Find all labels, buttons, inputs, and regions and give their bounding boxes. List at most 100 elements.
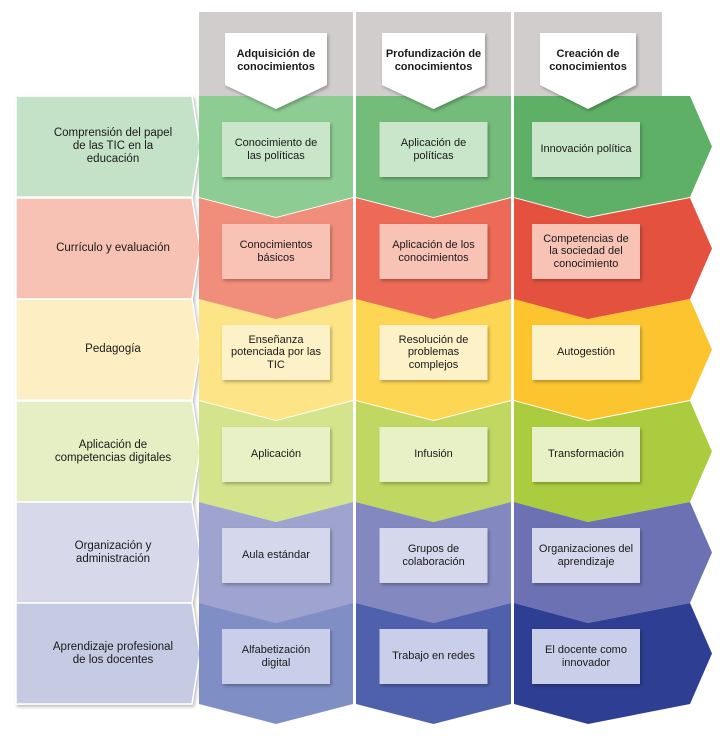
row-chevron-tip — [356, 197, 511, 217]
cell-4-1-text: Aplicación — [250, 448, 302, 461]
cell-1-1-text: Conocimiento de las políticas — [234, 137, 318, 162]
row-label-shape — [15, 501, 201, 604]
column-header-arrow — [225, 33, 327, 109]
cell-3-2: Resolución de problemas complejos — [380, 325, 488, 380]
row-label-shape — [15, 95, 201, 198]
row-chevron-tip — [356, 299, 511, 319]
cell-box — [379, 325, 488, 380]
row-label-3-text: Pedagogía — [85, 343, 141, 355]
cell-6-3: El docente como innovador — [532, 629, 640, 684]
cell-6-3-text: El docente como innovador — [545, 644, 627, 669]
row-chevron-tip — [199, 299, 353, 319]
column-header-2-text: Profundización de conocimientos — [385, 48, 482, 73]
cell-box — [222, 528, 330, 583]
cell-1-3: Innovación política — [532, 122, 640, 177]
row-chevron-tip — [514, 502, 662, 522]
row-chevron-tip — [199, 400, 353, 420]
cell-4-3: Transformación — [532, 427, 640, 482]
cell-4-2-text: Infusión — [414, 448, 453, 461]
cell-4-1: Aplicación — [222, 427, 330, 482]
cell-4-3-text: Transformación — [547, 448, 624, 461]
cell-2-1: Conocimientos básicos — [222, 224, 330, 279]
row-label-shape — [15, 400, 201, 503]
column-header-arrow — [540, 33, 636, 109]
cell-5-3: Organizaciones del aprendizaje — [532, 528, 640, 583]
column-header-1-text: Adquisición de conocimientos — [236, 48, 316, 73]
row-chevron-tip — [356, 502, 511, 522]
row-label-shape — [15, 197, 201, 300]
row-chevron-tip — [514, 299, 662, 319]
column-header-1: Adquisición de conocimientos — [225, 40, 327, 82]
column-header-2: Profundización de conocimientos — [382, 40, 485, 82]
row-chevron-tip — [199, 197, 353, 217]
cell-box — [379, 629, 488, 684]
cell-3-3: Autogestión — [532, 325, 640, 380]
row-label-shape — [15, 602, 201, 705]
row-label-6-text: Aprendizaje profesional de los docentes — [52, 640, 174, 666]
column-header-3: Creación de conocimientos — [540, 40, 636, 82]
cell-5-1: Aula estándar — [222, 528, 330, 583]
cell-2-3: Competencias de la sociedad del conocimi… — [532, 224, 640, 279]
cell-2-3-text: Competencias de la sociedad del conocimi… — [543, 232, 629, 270]
row-label-5: Organización y administración — [34, 502, 192, 603]
cell-1-2-text: Aplicación de políticas — [400, 137, 467, 162]
column-separator — [511, 12, 514, 722]
column-header-arrow — [382, 33, 485, 109]
cell-6-2-text: Trabajo en redes — [392, 650, 475, 663]
row-label-3: Pedagogía — [34, 299, 192, 400]
cell-box — [379, 122, 488, 177]
cell-1-2: Aplicación de políticas — [380, 122, 488, 177]
row-chevron-tip — [514, 197, 662, 217]
cell-box — [532, 325, 640, 380]
row-chevron-tip — [514, 400, 662, 420]
cell-box — [222, 629, 330, 684]
row-chevron-tip — [356, 400, 511, 420]
cell-box — [222, 122, 330, 177]
row-chevron-tip — [514, 603, 662, 623]
row-label-5-text: Organización y administración — [74, 539, 152, 565]
cell-box — [222, 427, 330, 482]
row-label-2-text: Currículo y evaluación — [56, 242, 170, 254]
cell-5-2: Grupos de colaboración — [380, 528, 488, 583]
cell-6-1-text: Alfabetización digital — [241, 644, 311, 669]
cell-4-2: Infusión — [380, 427, 488, 482]
row-label-6: Aprendizaje profesional de los docentes — [34, 603, 192, 704]
column-separator — [353, 12, 356, 722]
cell-2-2-text: Aplicación de los conocimientos — [392, 239, 475, 264]
cell-1-1: Conocimiento de las políticas — [222, 122, 330, 177]
row-label-4: Aplicación de competencias digitales — [34, 401, 192, 502]
cell-box — [379, 427, 488, 482]
cell-5-1-text: Aula estándar — [242, 549, 310, 562]
row-chevron-tip — [199, 603, 353, 623]
cell-5-2-text: Grupos de colaboración — [402, 543, 465, 568]
cell-box — [532, 224, 640, 279]
cell-3-1: Enseñanza potenciada por las TIC — [222, 325, 330, 380]
cell-1-3-text: Innovación política — [540, 143, 632, 156]
cell-box — [222, 224, 330, 279]
row-chevron-tip — [199, 502, 353, 522]
cell-3-1-text: Enseñanza potenciada por las TIC — [231, 333, 321, 371]
row-label-shape — [15, 298, 201, 401]
cell-box — [532, 629, 640, 684]
row-label-1: Comprensión del papel de las TIC en la e… — [34, 96, 192, 197]
cell-box — [532, 427, 640, 482]
row-label-1-text: Comprensión del papel de las TIC en la e… — [53, 127, 173, 165]
cell-box — [379, 224, 488, 279]
cell-box — [532, 528, 640, 583]
cell-box — [532, 122, 640, 177]
cell-3-3-text: Autogestión — [556, 346, 616, 359]
row-label-2: Currículo y evaluación — [34, 198, 192, 299]
cell-box — [222, 325, 330, 380]
cell-3-2-text: Resolución de problemas complejos — [398, 333, 469, 371]
cell-box — [379, 528, 488, 583]
row-chevron-tip — [356, 603, 511, 623]
cell-2-1-text: Conocimientos básicos — [239, 239, 313, 264]
row-label-4-text: Aplicación de competencias digitales — [54, 438, 172, 464]
cell-2-2: Aplicación de los conocimientos — [380, 224, 488, 279]
cell-6-1: Alfabetización digital — [222, 629, 330, 684]
cell-6-2: Trabajo en redes — [380, 629, 488, 684]
column-header-3-text: Creación de conocimientos — [549, 48, 627, 73]
cell-5-3-text: Organizaciones del aprendizaje — [538, 543, 634, 568]
